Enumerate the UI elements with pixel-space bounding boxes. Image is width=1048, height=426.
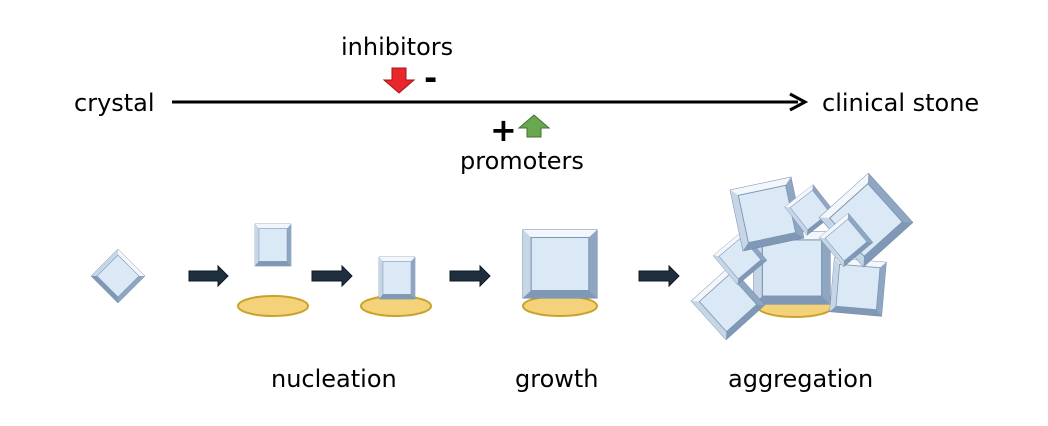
promoter-plus-sign: + <box>490 111 517 149</box>
right-arrow-icon <box>449 264 491 288</box>
crystal-label: crystal <box>74 89 155 117</box>
inhibitors-label: inhibitors <box>341 33 454 61</box>
nucleation-label: nucleation <box>271 365 397 393</box>
clinical-stone-label: clinical stone <box>822 89 980 117</box>
nucleus-disk <box>522 295 598 317</box>
inhibitor-minus-sign: - <box>424 59 438 97</box>
free-crystal <box>91 249 145 303</box>
nucleation-crystal-floating <box>255 224 291 266</box>
nucleated-crystal <box>379 257 415 299</box>
right-arrow-icon <box>638 264 680 288</box>
right-arrow-icon <box>188 264 229 288</box>
process-arrow-head <box>789 92 809 112</box>
promoters-label: promoters <box>460 147 584 175</box>
right-arrow-icon <box>311 264 353 288</box>
aggregate-cluster <box>691 173 912 339</box>
growth-label: growth <box>515 365 599 393</box>
grown-crystal <box>523 230 597 298</box>
down-arrow-icon <box>382 67 416 94</box>
nucleus-disk <box>237 295 309 317</box>
up-arrow-icon <box>517 114 551 138</box>
aggregation-label: aggregation <box>728 365 874 393</box>
